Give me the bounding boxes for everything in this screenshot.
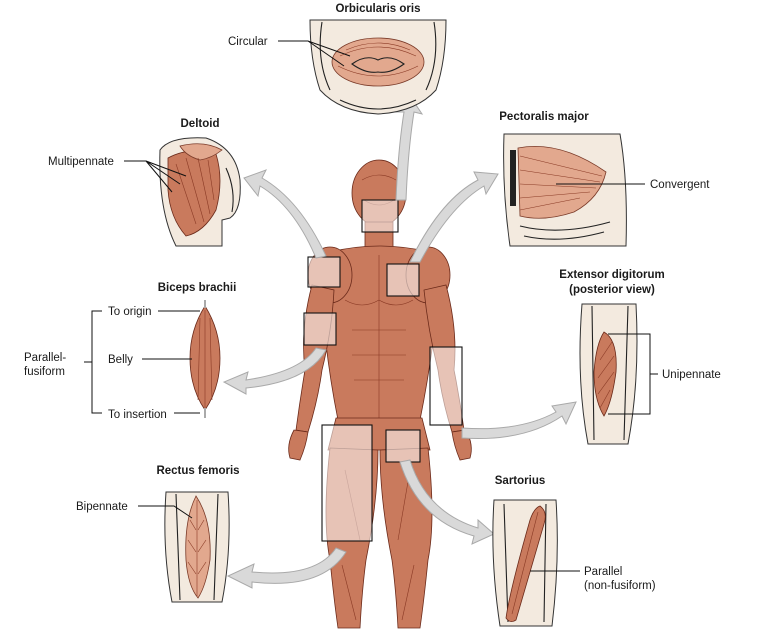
extensor-title-line2: (posterior view) bbox=[569, 284, 655, 296]
pectoralis-title: Pectoralis major bbox=[499, 111, 589, 123]
biceps-insertion-label: To insertion bbox=[108, 409, 167, 421]
highlight-box-biceps bbox=[303, 312, 337, 346]
arrow-to-sartorius bbox=[399, 459, 495, 545]
orbicularis-title: Orbicularis oris bbox=[335, 3, 420, 15]
sartorius-label-line1: Parallel bbox=[584, 566, 622, 578]
highlight-box-deltoid bbox=[307, 256, 341, 288]
rectus-femoris-panel: Rectus femoris Bipennate bbox=[76, 465, 240, 603]
callout-arrows bbox=[222, 95, 577, 589]
sartorius-title: Sartorius bbox=[495, 475, 546, 487]
deltoid-title: Deltoid bbox=[181, 118, 220, 130]
arrow-to-orbicularis bbox=[394, 95, 424, 201]
rectus-title: Rectus femoris bbox=[156, 465, 239, 477]
rectus-label: Bipennate bbox=[76, 501, 128, 513]
sartorius-label-line2: (non-fusiform) bbox=[584, 580, 656, 592]
region-highlight-boxes bbox=[303, 199, 463, 542]
highlight-box-pectoralis bbox=[386, 263, 420, 297]
highlight-box-sartorius bbox=[385, 429, 421, 463]
highlight-box-forearm bbox=[429, 346, 463, 426]
biceps-origin-label: To origin bbox=[108, 306, 151, 318]
extensor-digitorum-panel: Extensor digitorum (posterior view) Unip… bbox=[559, 269, 721, 445]
biceps-group-line2: fusiform bbox=[24, 366, 65, 378]
arrow-to-pectoralis bbox=[409, 171, 499, 263]
arrow-to-biceps bbox=[222, 347, 327, 395]
biceps-group-line1: Parallel- bbox=[24, 352, 66, 364]
pectoralis-label: Convergent bbox=[650, 179, 710, 191]
deltoid-panel: Deltoid Multipennate bbox=[48, 118, 241, 247]
orbicularis-oris-panel: Orbicularis oris Circular bbox=[228, 3, 447, 115]
sartorius-panel: Sartorius Parallel (non-fusiform) bbox=[492, 475, 656, 627]
deltoid-label: Multipennate bbox=[48, 156, 114, 168]
biceps-brachii-panel: Biceps brachii To origin Belly To insert… bbox=[24, 282, 236, 421]
highlight-box-thigh bbox=[321, 424, 373, 542]
arrow-to-extensor bbox=[461, 401, 577, 439]
arrow-to-deltoid bbox=[243, 169, 327, 259]
orbicularis-label: Circular bbox=[228, 36, 268, 48]
pectoralis-major-panel: Pectoralis major Convergent bbox=[499, 111, 710, 247]
arrow-to-rectus bbox=[226, 547, 347, 589]
extensor-label: Unipennate bbox=[662, 369, 721, 381]
biceps-title: Biceps brachii bbox=[158, 282, 237, 294]
biceps-belly-label: Belly bbox=[108, 354, 133, 366]
highlight-box-mouth bbox=[361, 199, 399, 233]
extensor-title-line1: Extensor digitorum bbox=[559, 269, 664, 281]
